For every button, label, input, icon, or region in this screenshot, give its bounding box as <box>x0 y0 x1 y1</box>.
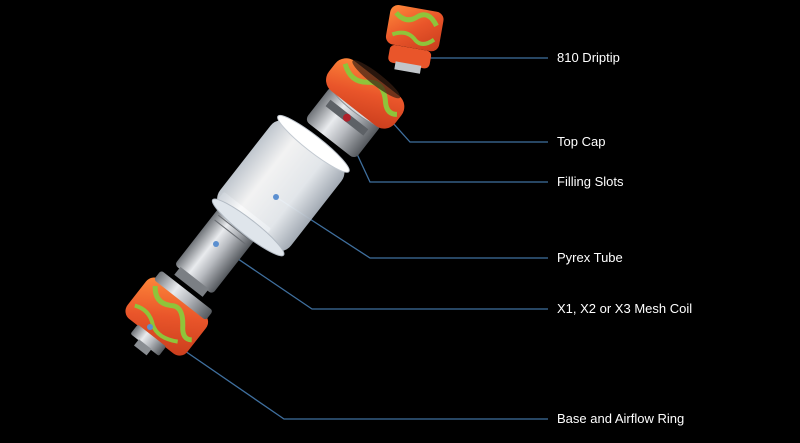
callout-label-pyrex-tube: Pyrex Tube <box>557 250 623 265</box>
top-cap-illustration <box>326 58 405 129</box>
callout-label-driptip: 810 Driptip <box>557 50 620 65</box>
callout-label-top-cap: Top Cap <box>557 134 606 149</box>
pyrex-tube-illustration <box>211 114 350 257</box>
callout-anchor-dots <box>147 194 279 330</box>
leader-line-base-ring <box>149 326 548 420</box>
driptip-illustration <box>385 5 444 74</box>
callout-label-filling-slots: Filling Slots <box>557 174 624 189</box>
callout-label-base-ring: Base and Airflow Ring <box>557 411 685 426</box>
leader-line-top-cap <box>382 111 548 143</box>
leader-line-mesh-coil <box>215 243 548 310</box>
leader-line-filling-slots <box>343 125 548 183</box>
callout-label-mesh-coil: X1, X2 or X3 Mesh Coil <box>557 301 693 316</box>
base-airflow-ring-illustration <box>125 271 212 356</box>
